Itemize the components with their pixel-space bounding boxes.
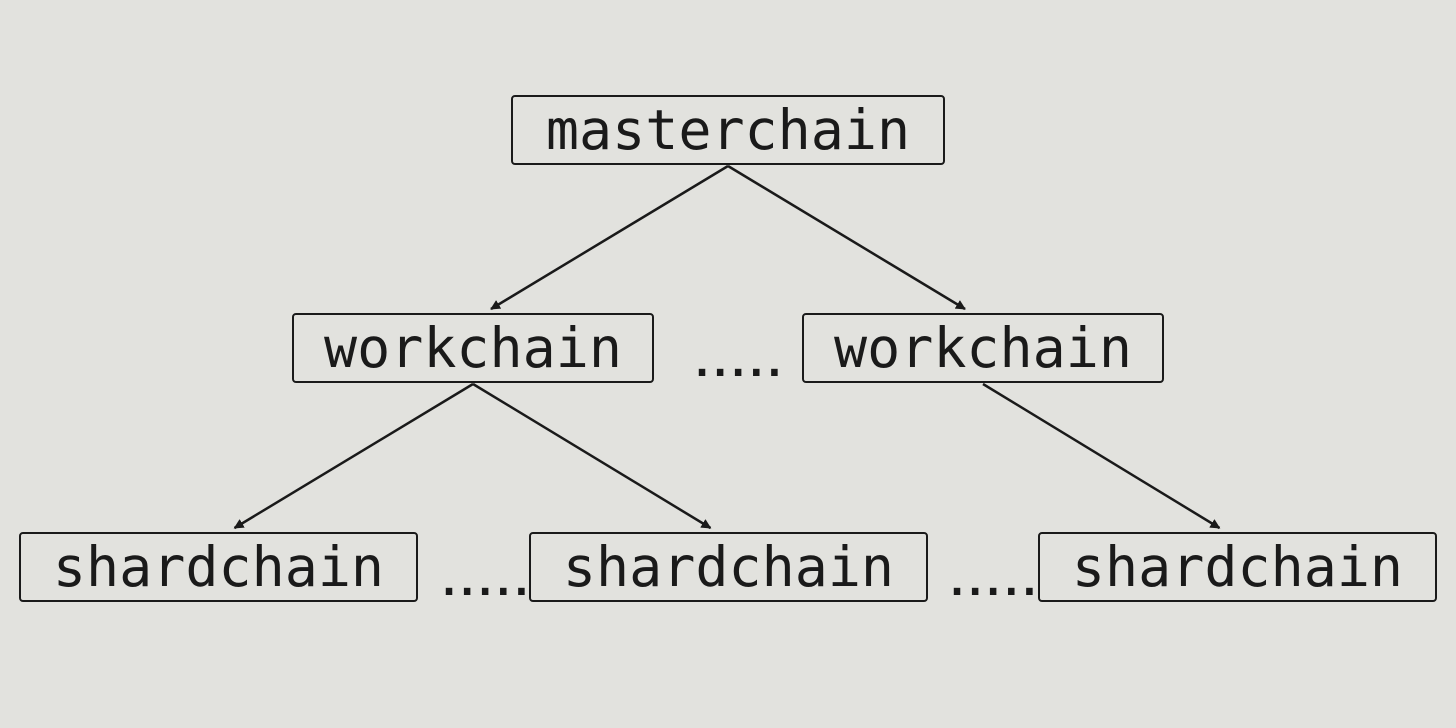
arrow-workchain-right-to-shardchain-3 <box>982 382 1221 530</box>
workchain-node-right: workchain <box>802 313 1164 383</box>
arrow-workchain-left-to-shardchain-2 <box>472 382 712 530</box>
shardchain-ellipsis-1: ..... <box>437 559 533 605</box>
arrow-workchain-left-to-shardchain-1 <box>233 382 474 530</box>
shardchain-node-3: shardchain <box>1038 532 1437 602</box>
shardchain-node-2: shardchain <box>529 532 928 602</box>
masterchain-node: masterchain <box>511 95 945 165</box>
workchain-ellipsis: ..... <box>690 340 786 386</box>
shardchain-ellipsis-2: ..... <box>945 559 1041 605</box>
workchain-node-left: workchain <box>292 313 654 383</box>
shardchain-node-1: shardchain <box>19 532 418 602</box>
arrow-masterchain-to-workchain-right <box>727 164 966 311</box>
arrow-masterchain-to-workchain-left <box>490 164 729 311</box>
